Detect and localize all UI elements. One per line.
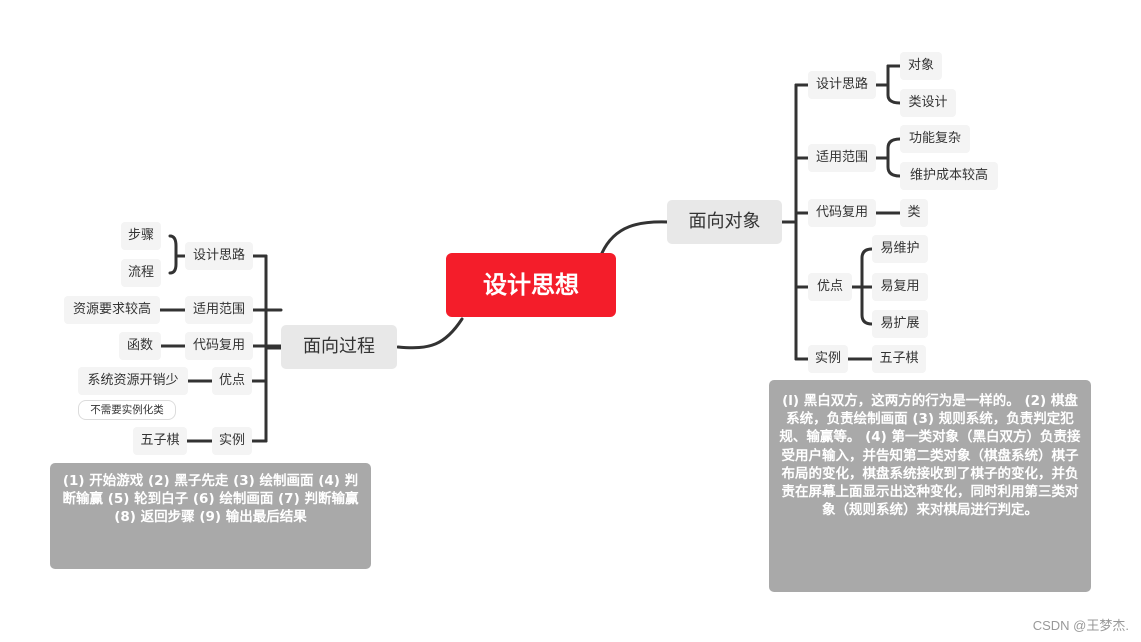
oop-pros-extend-node[interactable]: 易扩展 xyxy=(872,310,928,338)
oop-example-node[interactable]: 实例 xyxy=(808,345,848,373)
procedural-reuse-node[interactable]: 代码复用 xyxy=(185,332,253,360)
oop-class-design-node[interactable]: 类设计 xyxy=(900,89,956,117)
procedural-design-node[interactable]: 设计思路 xyxy=(185,242,253,270)
oop-scope-complex-node[interactable]: 功能复杂 xyxy=(900,125,970,153)
watermark: CSDN @王梦杰. xyxy=(1032,618,1129,633)
procedural-pros-item[interactable]: 系统资源开销少 xyxy=(78,367,188,395)
procedural-scope-item[interactable]: 资源要求较高 xyxy=(64,296,160,324)
oop-reuse-node[interactable]: 代码复用 xyxy=(808,199,876,227)
procedural-pros-node[interactable]: 优点 xyxy=(212,367,252,395)
oop-design-node[interactable]: 设计思路 xyxy=(808,71,876,99)
oop-pros-reuse-node[interactable]: 易复用 xyxy=(872,273,928,301)
procedural-example-node[interactable]: 实例 xyxy=(212,427,252,455)
oop-description: (l) 黑白双方，这两方的行为是一样的。 (2) 棋盘系统，负责绘制画面 (3)… xyxy=(769,380,1091,592)
procedural-topic[interactable]: 面向过程 xyxy=(281,325,397,369)
procedural-scope-node[interactable]: 适用范围 xyxy=(185,296,253,324)
procedural-example-item[interactable]: 五子棋 xyxy=(133,427,187,455)
procedural-description: (1) 开始游戏 (2) 黑子先走 (3) 绘制画面 (4) 判断输赢 (5) … xyxy=(50,463,371,569)
procedural-reuse-item[interactable]: 函数 xyxy=(119,332,161,360)
oop-reuse-item[interactable]: 类 xyxy=(900,199,928,227)
procedural-step-node[interactable]: 步骤 xyxy=(121,222,161,250)
central-topic[interactable]: 设计思想 xyxy=(446,253,616,317)
procedural-flow-node[interactable]: 流程 xyxy=(121,259,161,287)
oop-pros-maintain-node[interactable]: 易维护 xyxy=(872,235,928,263)
oop-object-node[interactable]: 对象 xyxy=(900,52,942,80)
oop-example-item[interactable]: 五子棋 xyxy=(872,345,926,373)
oop-topic[interactable]: 面向对象 xyxy=(667,200,782,244)
oop-scope-node[interactable]: 适用范围 xyxy=(808,144,876,172)
oop-pros-node[interactable]: 优点 xyxy=(808,273,852,301)
procedural-pros-note[interactable]: 不需要实例化类 xyxy=(78,400,176,420)
oop-scope-cost-node[interactable]: 维护成本较高 xyxy=(900,162,998,190)
